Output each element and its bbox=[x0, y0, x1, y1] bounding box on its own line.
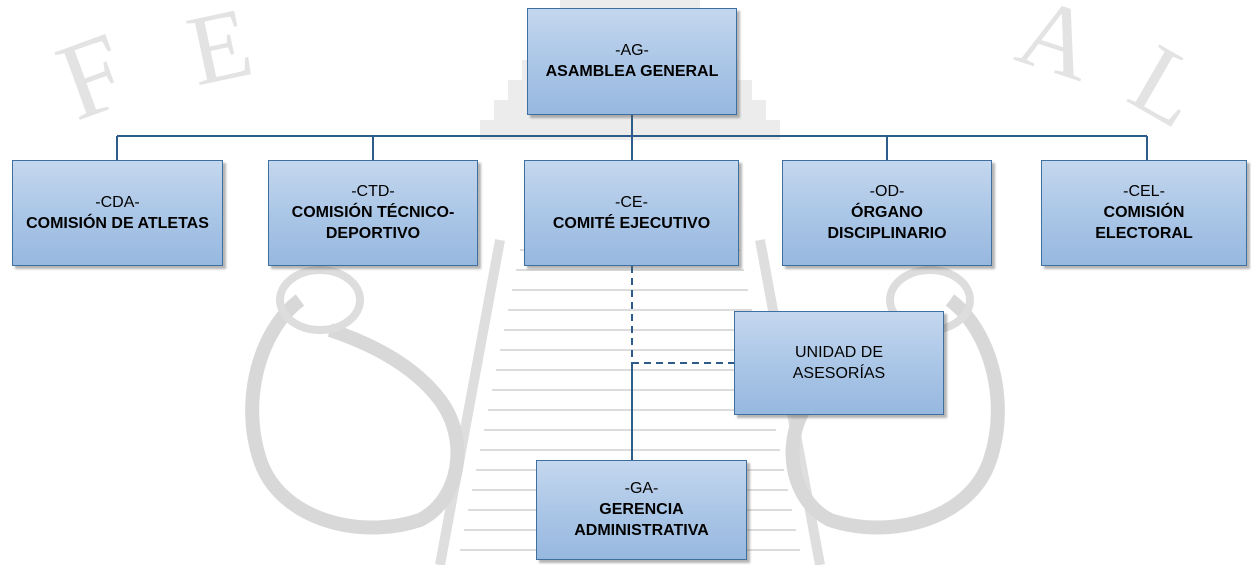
node-comision-tecnico-deportivo: -CTD- COMISIÓN TÉCNICO- DEPORTIVO bbox=[268, 160, 478, 266]
node-comision-electoral: -CEL- COMISIÓN ELECTORAL bbox=[1041, 160, 1247, 266]
node-title: ASAMBLEA GENERAL bbox=[545, 63, 719, 80]
node-gerencia-administrativa: -GA- GERENCIA ADMINISTRATIVA bbox=[536, 460, 747, 560]
node-title-line-2: DISCIPLINARIO bbox=[827, 225, 947, 242]
node-unidad-asesorias: UNIDAD DE ASESORÍAS bbox=[734, 311, 944, 415]
node-title-line-2: ADMINISTRATIVA bbox=[574, 522, 709, 539]
node-code: -GA- bbox=[624, 480, 659, 497]
node-comision-atletas: -CDA- COMISIÓN DE ATLETAS bbox=[12, 160, 223, 266]
watermark-letter: L bbox=[1113, 23, 1221, 150]
node-code: -AG- bbox=[615, 42, 649, 59]
node-title-line-1: UNIDAD DE bbox=[794, 344, 883, 361]
node-title-line-2: ELECTORAL bbox=[1095, 225, 1193, 242]
node-title-line-2: DEPORTIVO bbox=[325, 225, 421, 242]
node-code: -CE- bbox=[615, 193, 648, 211]
node-asamblea-general: -AG- ASAMBLEA GENERAL bbox=[527, 8, 737, 115]
node-title-line-1: COMISIÓN bbox=[1103, 204, 1185, 221]
node-title-line-1: GERENCIA bbox=[599, 501, 684, 518]
node-code: -CTD- bbox=[351, 183, 395, 200]
node-comite-ejecutivo: -CE- COMITÉ EJECUTIVO bbox=[524, 160, 739, 266]
node-title-line-1: ÓRGANO bbox=[851, 204, 923, 221]
node-organo-disciplinario: -OD- ÓRGANO DISCIPLINARIO bbox=[782, 160, 992, 266]
watermark-letter: F bbox=[43, 8, 142, 144]
node-title: COMISIÓN DE ATLETAS bbox=[26, 214, 209, 232]
watermark-letter: E bbox=[178, 0, 261, 107]
watermark-letter: A bbox=[1005, 0, 1108, 103]
node-title: COMITÉ EJECUTIVO bbox=[552, 214, 711, 232]
node-title-line-1: COMISIÓN TÉCNICO- bbox=[291, 204, 455, 221]
node-code: -CEL- bbox=[1123, 183, 1165, 200]
node-title-line-2: ASESORÍAS bbox=[792, 365, 886, 382]
node-code: -CDA- bbox=[95, 193, 140, 211]
node-code: -OD- bbox=[869, 183, 905, 200]
